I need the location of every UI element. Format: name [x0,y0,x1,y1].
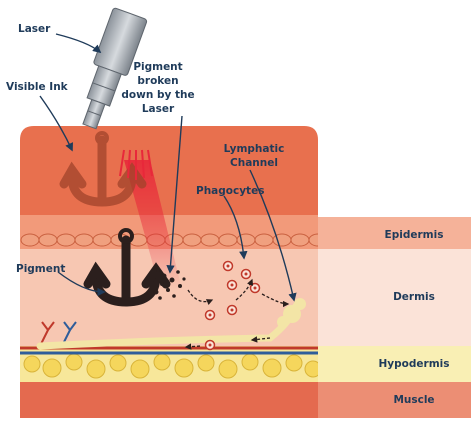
laser-label: Laser [18,23,51,35]
pigment-label: Pigment [16,263,65,275]
phagocytes [204,260,261,351]
pigment-broken-label-line4: Laser [142,103,175,115]
muscle-band [318,382,471,418]
epidermis-band [318,217,471,249]
pigment-broken-label-line2: broken [137,75,178,87]
phagocyte-cores [208,264,257,347]
hypodermis-band [318,346,471,382]
layer-bands [318,217,471,418]
lymphatic-channel-label-line1: Lymphatic [224,143,285,155]
hypodermis-label: Hypodermis [379,358,450,370]
phagocytes-label: Phagocytes [196,185,264,197]
epidermis-label: Epidermis [385,229,444,241]
visible-ink-label: Visible Ink [6,81,69,93]
skin-top-surface [20,126,318,218]
dermis-band [318,249,471,346]
fat-cells [23,353,318,379]
laser-device [82,7,153,180]
visible-ink-anchor [59,131,147,207]
laser-beam [124,160,182,290]
muscle-label: Muscle [393,394,434,406]
dermis-label: Dermis [393,291,435,303]
laser-emission [119,149,153,180]
laser-tip [82,98,106,130]
lymphatic-vessel [36,298,306,350]
cell-row [20,233,318,247]
pointer-lines [39,33,297,302]
pigment-broken-label-line1: Pigment [133,61,182,73]
pigment-broken-label-line3: down by the [121,89,194,101]
skin-block [20,126,318,418]
skin-muscle [20,382,318,418]
flow-arrows [184,278,290,350]
lymphatic-channel-label-line2: Channel [230,157,278,169]
